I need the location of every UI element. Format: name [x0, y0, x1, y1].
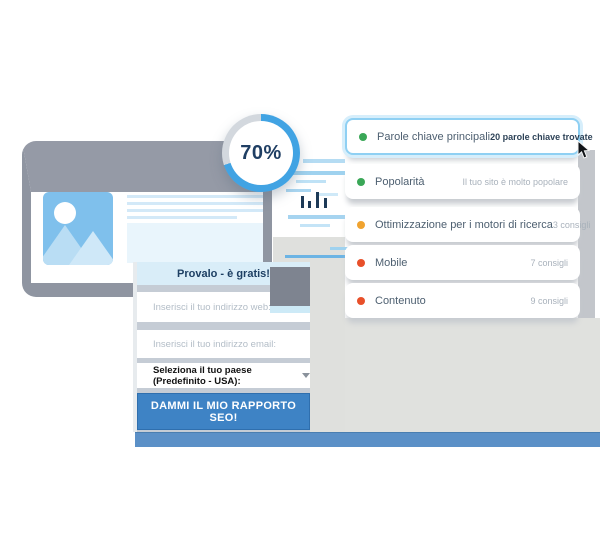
- mountain-icon: [69, 231, 113, 265]
- decor-tick: [308, 201, 311, 208]
- decor-fragment: [318, 193, 338, 196]
- card-value: Il tuo sito è molto popolare: [462, 176, 568, 187]
- background-blue-banner: [135, 432, 600, 447]
- background-gray-strip: [578, 150, 595, 318]
- seo-lead-form: Provalo - è gratis! Seleziona il tuo pae…: [133, 262, 310, 432]
- decor-fragment: [286, 189, 311, 192]
- seo-score-inner: 70%: [229, 121, 293, 185]
- card-label: Contenuto: [375, 294, 426, 307]
- montage-artifact-block: [270, 267, 310, 306]
- skeleton-text-line: [127, 195, 263, 198]
- status-dot-amber: [357, 220, 365, 229]
- report-card-keywords[interactable]: Parole chiave principali 20 parole chiav…: [345, 118, 593, 155]
- country-select[interactable]: Seleziona il tuo paese (Predefinito - US…: [137, 363, 310, 388]
- skeleton-text-line: [127, 202, 263, 205]
- seo-score-gauge: 70%: [222, 114, 300, 192]
- card-value: 20 parole chiave trovate: [490, 131, 593, 142]
- decor-fragment: [288, 215, 346, 219]
- image-placeholder: [43, 192, 113, 265]
- mouse-cursor-icon: [577, 140, 591, 159]
- sun-icon: [54, 202, 76, 224]
- card-label: Parole chiave principali: [377, 130, 491, 143]
- chevron-down-icon: [302, 373, 310, 378]
- montage-artifact-strip: [270, 306, 310, 313]
- decor-tick: [316, 192, 319, 208]
- status-dot-green: [357, 177, 365, 186]
- decor-tick: [301, 196, 304, 208]
- report-card-seo-optimization[interactable]: Ottimizzazione per i motori di ricerca 3…: [345, 207, 590, 242]
- skeleton-text-block: [127, 223, 263, 263]
- email-input[interactable]: [137, 330, 310, 358]
- decor-fragment: [330, 247, 348, 250]
- card-value: 3 consigli: [552, 219, 591, 230]
- background-gray-panel: [345, 318, 600, 433]
- decor-fragment: [300, 224, 330, 227]
- report-card-content[interactable]: Contenuto 9 consigli: [345, 283, 580, 318]
- card-value: 7 consigli: [530, 257, 568, 268]
- report-card-popularity[interactable]: Popolarità Il tuo sito è molto popolare: [345, 164, 580, 199]
- card-label: Mobile: [375, 256, 408, 269]
- decor-fragment: [303, 159, 345, 163]
- decor-fragment: [290, 171, 345, 175]
- country-select-label: Seleziona il tuo paese (Predefinito - US…: [153, 364, 252, 387]
- skeleton-text-line: [127, 216, 237, 219]
- decor-tick: [324, 198, 327, 208]
- status-dot-red: [357, 258, 365, 267]
- seo-score-value: 70%: [240, 141, 282, 164]
- status-dot-green: [359, 132, 367, 141]
- decor-fragment: [296, 180, 326, 183]
- get-seo-report-button[interactable]: DAMMI IL MIO RAPPORTO SEO!: [137, 393, 310, 430]
- form-header: Provalo - è gratis!: [137, 262, 310, 285]
- card-value: 9 consigli: [530, 295, 568, 306]
- decor-fragment: [285, 255, 345, 258]
- status-dot-red: [357, 296, 365, 305]
- report-card-mobile[interactable]: Mobile 7 consigli: [345, 245, 580, 280]
- skeleton-text-line: [127, 209, 263, 212]
- card-label: Ottimizzazione per i motori di ricerca: [375, 218, 553, 231]
- card-label: Popolarità: [375, 175, 425, 188]
